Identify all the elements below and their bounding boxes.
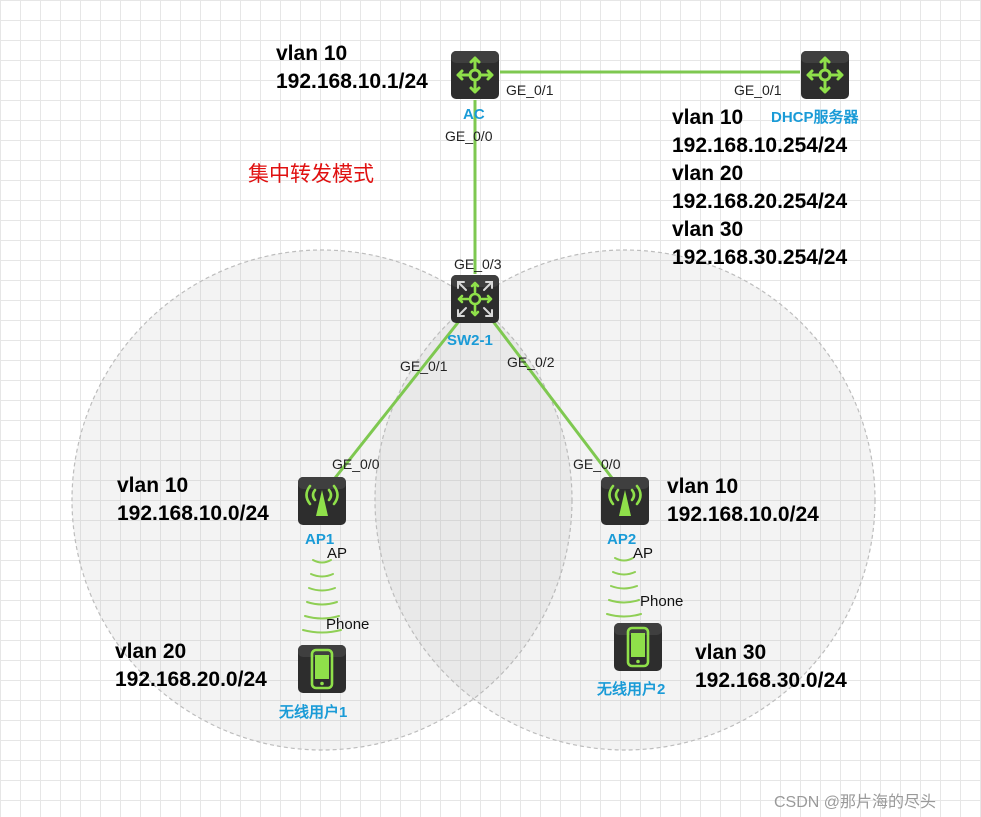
vlan-label: vlan 10 — [672, 106, 744, 129]
phone2-vlan-info: vlan 30 192.168.30.0/24 — [695, 639, 847, 695]
ip-label: 192.168.30.0/24 — [695, 669, 847, 692]
wireless-ap-label: AP — [327, 545, 348, 562]
ip-label: 192.168.10.254/24 — [672, 134, 848, 157]
link-switch-ap2 — [490, 319, 614, 479]
phone1-vlan-info: vlan 20 192.168.20.0/24 — [115, 638, 267, 694]
port-label: GE_0/0 — [573, 456, 621, 472]
ap2-vlan-info: vlan 10 192.168.10.0/24 — [667, 473, 819, 529]
wireless-phone-label: Phone — [326, 616, 370, 633]
port-label: GE_0/0 — [332, 456, 380, 472]
ap1-device-label: AP1 — [305, 531, 335, 548]
link-switch-ap1 — [333, 319, 462, 479]
switch-icon[interactable] — [450, 274, 500, 324]
ip-label: 192.168.30.254/24 — [672, 246, 848, 269]
ip-label: 192.168.20.254/24 — [672, 190, 848, 213]
vlan-label: vlan 30 — [695, 641, 767, 664]
switch-device-label: SW2-1 — [447, 332, 493, 349]
vlan-label: vlan 20 — [672, 162, 744, 185]
port-label: GE_0/2 — [507, 354, 555, 370]
port-label: GE_0/1 — [506, 82, 554, 98]
access-point-icon[interactable] — [600, 476, 650, 526]
ap2-wireless-signal — [606, 557, 642, 618]
ac-device-label: AC — [463, 106, 485, 123]
access-point-icon[interactable] — [297, 476, 347, 526]
diagram-title: 集中转发模式 — [248, 162, 374, 186]
dhcp-vlan-info: vlan 10 192.168.10.254/24 vlan 20 192.16… — [672, 104, 847, 272]
ap1-wireless-signal — [302, 559, 342, 634]
port-label: GE_0/1 — [400, 358, 448, 374]
phone1-device-label: 无线用户1 — [279, 704, 348, 721]
port-label: GE_0/1 — [734, 82, 782, 98]
ap2-device-label: AP2 — [607, 531, 637, 548]
router-icon[interactable] — [800, 50, 850, 100]
ip-label: 192.168.10.0/24 — [667, 503, 819, 526]
ip-label: 192.168.10.1/24 — [276, 70, 428, 93]
phone2-device-label: 无线用户2 — [597, 681, 666, 698]
vlan-label: vlan 30 — [672, 218, 744, 241]
vlan-label: vlan 10 — [276, 42, 348, 65]
ip-label: 192.168.10.0/24 — [117, 502, 269, 525]
dhcp-device-label: DHCP服务器 — [771, 109, 859, 126]
ac-vlan-info: vlan 10 192.168.10.1/24 — [276, 40, 428, 96]
ip-label: 192.168.20.0/24 — [115, 668, 267, 691]
wireless-phone-label: Phone — [640, 593, 684, 610]
phone-icon[interactable] — [613, 622, 663, 672]
vlan-label: vlan 20 — [115, 640, 187, 663]
port-label: GE_0/3 — [454, 256, 502, 272]
ap1-vlan-info: vlan 10 192.168.10.0/24 — [117, 472, 269, 528]
router-icon[interactable] — [450, 50, 500, 100]
vlan-label: vlan 10 — [117, 474, 189, 497]
phone-icon[interactable] — [297, 644, 347, 694]
wireless-ap-label: AP — [633, 545, 654, 562]
watermark: CSDN @那片海的尽头 — [774, 794, 937, 811]
port-label: GE_0/0 — [445, 128, 493, 144]
vlan-label: vlan 10 — [667, 475, 739, 498]
